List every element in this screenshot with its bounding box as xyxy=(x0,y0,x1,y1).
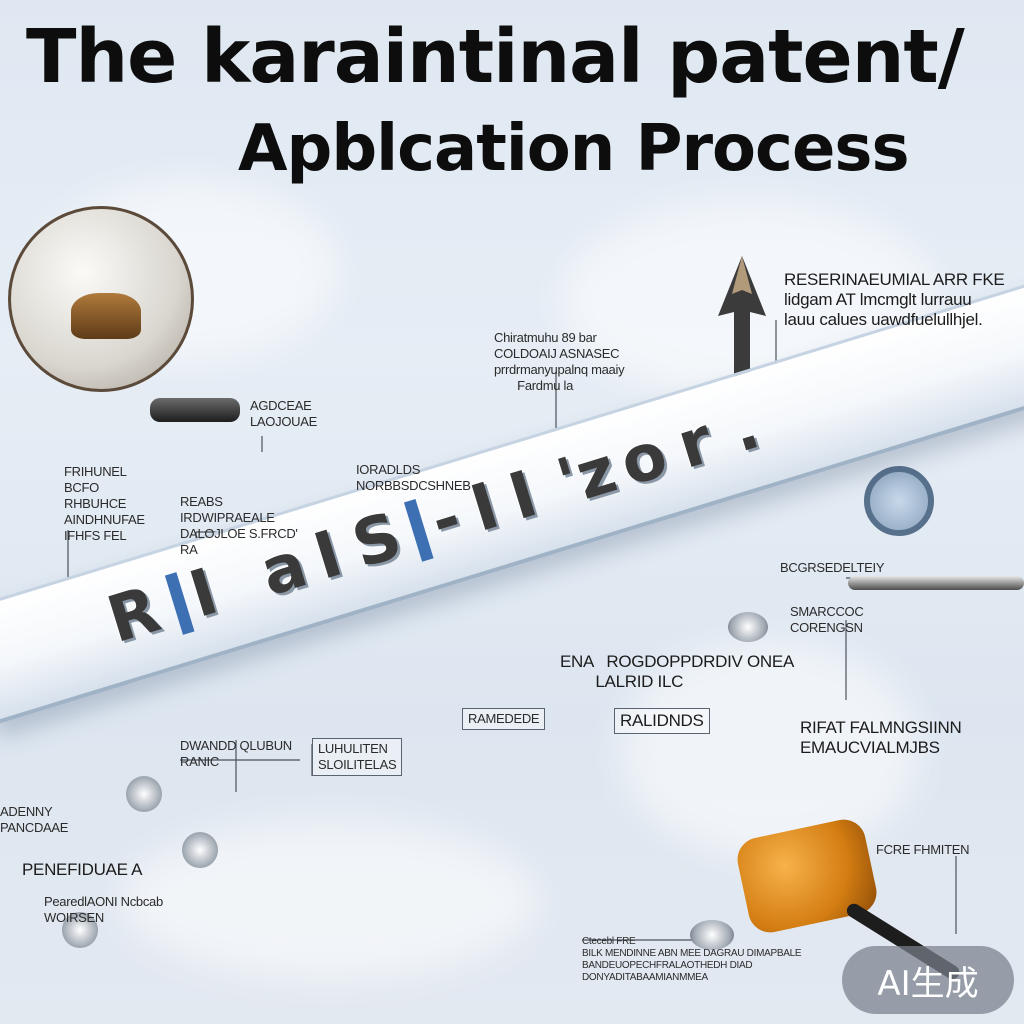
globe-illustration xyxy=(8,206,194,392)
microphone-illustration xyxy=(150,398,240,422)
gear-icon xyxy=(126,776,162,812)
label-bottom-center: Ctecebl FRE BILK MENDINNE ABN MEE DAGRAU… xyxy=(582,936,802,983)
banner-letter: I xyxy=(501,457,546,536)
title-line-1: The karaintinal patent/ xyxy=(26,14,965,100)
label-ramedede: RAMEDEDE xyxy=(462,708,546,730)
background-cloud xyxy=(620,640,920,860)
gear-icon xyxy=(728,612,768,642)
banner-letter: I xyxy=(305,517,351,595)
label-left-mid2: REABS IRDWIPRAEALE DALOJLOE S.FRCD' RA xyxy=(180,494,298,557)
gear-icon xyxy=(62,912,98,948)
label-penefiduae: PENEFIDUAE A xyxy=(22,860,143,879)
banner-letter: 'z xyxy=(548,433,625,521)
label-ena: ENA ROGDOPPDRDIV ONEA LALRID ILC xyxy=(560,652,794,691)
gear-icon xyxy=(690,920,734,950)
label-ralidnds: RALIDNDS xyxy=(614,708,710,734)
label-top-right: RESERINAEUMIAL ARR FKE lidgam AT lmcmglt… xyxy=(784,270,1005,329)
rod-illustration xyxy=(848,576,1024,590)
banner-letter: o xyxy=(612,417,676,502)
title-line-2: Apblcation Process xyxy=(238,112,910,186)
magnifier-illustration xyxy=(864,466,934,536)
label-center-mid: IORADLDS NORBBSDCSHNEB xyxy=(356,462,471,493)
globe-mechanism xyxy=(71,293,141,339)
label-right-mid2: SMARCCOC CORENGSN xyxy=(790,604,864,635)
banner-letter: r xyxy=(669,403,722,484)
arrow-up-icon xyxy=(718,256,766,426)
label-pearedlonk: PearedlAONI Ncbcab WOIRSEN xyxy=(44,894,163,925)
banner-letter: S xyxy=(344,498,410,584)
label-adenny: ADENNY PANCDAAE xyxy=(0,804,69,835)
gear-icon xyxy=(182,832,218,868)
label-fcrepehmiten: FCRE FHMITEN xyxy=(876,842,970,857)
label-center-top: Chiratmuhu 89 bar COLDOAIJ ASNASEC prrdr… xyxy=(494,330,625,393)
label-rifat: RIFAT FALMNGSIINN EMAUCVIALMJBS xyxy=(800,718,962,757)
banner-letter: . xyxy=(722,389,768,468)
banner-letter: R xyxy=(99,572,169,659)
label-dwandd: DWANDD QLUBUN RANIC xyxy=(180,738,292,769)
label-left-mid: FRIHUNEL BCFO RHBUHCE AINDHNUFAE IFHFS F… xyxy=(64,464,145,543)
label-left-top: AGDCEAE LAOJOUAE xyxy=(250,398,317,429)
label-luhuliten: LUHULITEN SLOILITELAS xyxy=(312,738,403,776)
label-right-mid1: BCGRSEDELTEIY xyxy=(780,560,885,575)
ai-generated-badge: AI生成 xyxy=(842,946,1014,1014)
